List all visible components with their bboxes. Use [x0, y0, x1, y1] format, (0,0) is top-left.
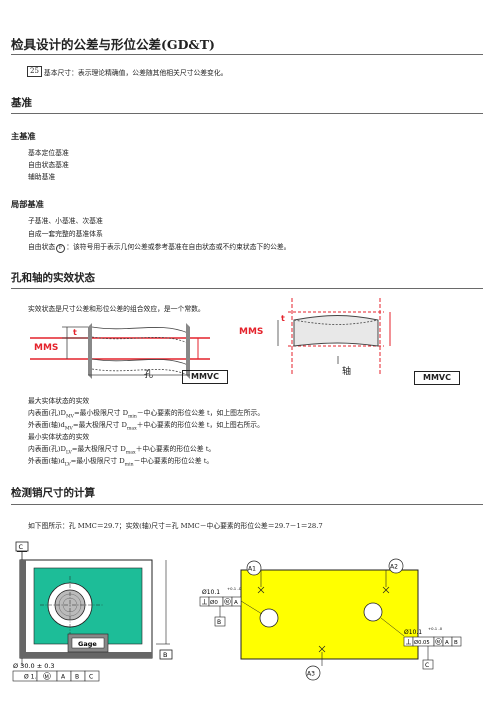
- virtual-line: 内表面(孔)DLV=最大极限尺寸 Dmax＋中心要素的形位公差 t。: [28, 445, 216, 456]
- shaft-virtual-diagram: MMS t 轴: [239, 298, 391, 377]
- virtual-line: 外表面(轴)dLV=最小极限尺寸 Dmin－中心要素的形位公差 t。: [28, 457, 214, 468]
- svg-text:M: M: [226, 600, 230, 605]
- svg-text:A: A: [445, 640, 449, 646]
- target-a3-label: A3: [307, 671, 315, 678]
- hole-1: [259, 608, 279, 628]
- datum-heading: 基准: [11, 97, 32, 109]
- target-a1-label: A1: [248, 566, 256, 573]
- hole-2: [363, 602, 383, 622]
- svg-text:M: M: [437, 640, 441, 645]
- local-datum-item: 自成一套完整的基准体系: [28, 230, 103, 238]
- virtual-divider: [11, 288, 483, 289]
- page-title: 检具设计的公差与形位公差(GD&T): [11, 37, 215, 52]
- gauge-heading: 检测销尺寸的计算: [11, 487, 95, 499]
- gauge-pin-diagram: C Gage B Ø 30.0 ± 0.3 Ø 1.0 M A B C: [12, 541, 173, 682]
- virtual-line: 外表面(轴)dMV=最大极限尺寸 Dmax＋中心要素的形位公差 t，如上图右所示…: [28, 421, 264, 432]
- basic-dimension-note: 25 基本尺寸：表示理论精确值，公差随其他相关尺寸公差变化。: [27, 66, 227, 77]
- hole-2-datum: C: [425, 662, 429, 669]
- t-label: t: [73, 328, 77, 337]
- primary-datum-item: 基本定位基准: [28, 149, 69, 157]
- virtual-intro: 实效状态是尺寸公差和形位公差的组合效应，是一个常数。: [28, 305, 205, 313]
- gage-label: Gage: [78, 640, 97, 648]
- hole-1-datum: B: [217, 619, 221, 626]
- hole-wall-left: [88, 323, 92, 379]
- t-label: t: [281, 314, 285, 323]
- free-state-prefix: 自由状态: [28, 243, 56, 251]
- basic-dimension-box: 25: [27, 66, 42, 77]
- shaft-label: 轴: [342, 365, 351, 377]
- hole-dimension: Ø 30.0 ± 0.3: [13, 662, 55, 670]
- hole-wall-right: [186, 323, 190, 379]
- svg-text:A: A: [61, 674, 66, 681]
- virtual-line: 最大实体状态的实效: [28, 397, 90, 405]
- basic-dimension-text: 基本尺寸：表示理论精确值，公差随其他相关尺寸公差变化。: [43, 68, 228, 77]
- datum-b-label: B: [163, 651, 167, 659]
- primary-datum-heading: 主基准: [11, 131, 36, 141]
- svg-text:M: M: [45, 675, 49, 681]
- svg-text:C: C: [89, 674, 93, 681]
- svg-text:A: A: [234, 600, 238, 606]
- hole-label: 孔: [144, 369, 153, 379]
- local-datum-item: 子基准、小基准、次基准: [28, 217, 103, 225]
- hole-1-tolerance: +0.1 -0: [227, 586, 242, 591]
- hole-1-dimension: Ø10.1: [202, 589, 220, 596]
- svg-text:Ø0.05: Ø0.05: [414, 639, 430, 646]
- free-state-text: ：该符号用于表示几何公差或参考基准在自由状态或不约束状态下的公差。: [66, 243, 291, 251]
- svg-text:Ø0: Ø0: [210, 599, 218, 606]
- virtual-line: 最小实体状态的实效: [28, 433, 90, 441]
- svg-text:B: B: [454, 640, 458, 646]
- primary-datum-item: 自由状态基准: [28, 161, 69, 169]
- gauge-intro: 如下图所示：孔 MMC＝29.7；实效(轴)尺寸＝孔 MMC－中心要素的形位公差…: [28, 522, 323, 530]
- title-divider: [11, 54, 483, 55]
- virtual-line: 内表面(孔)DMV=最小极限尺寸 Dmin－中心要素的形位公差 t，如上图左所示…: [28, 409, 265, 420]
- datum-c-label: C: [19, 543, 24, 551]
- mms-label: MMS: [239, 327, 263, 337]
- svg-text:Ø 1.0: Ø 1.0: [24, 674, 40, 681]
- hole-2-dimension: Ø10.1: [404, 629, 422, 636]
- mmvc-box-right: MMVC: [414, 371, 460, 385]
- primary-datum-item: 辅助基准: [28, 173, 56, 181]
- datum-divider: [11, 113, 483, 114]
- svg-text:B: B: [75, 674, 79, 681]
- hole-2-tolerance: +0.1 -0: [428, 626, 443, 631]
- part-drawing: A1 A2 A3 Ø10.1 +0.1 -0 Ø0 M A B Ø10.1 +0…: [199, 558, 462, 681]
- shaft-body: [293, 315, 379, 347]
- target-a2-label: A2: [390, 564, 398, 571]
- mmvc-box-left: MMVC: [182, 370, 228, 384]
- free-state-symbol: F: [56, 244, 66, 253]
- virtual-condition-heading: 孔和轴的实效状态: [11, 272, 95, 284]
- gauge-divider: [11, 504, 483, 505]
- mms-label: MMS: [34, 343, 58, 353]
- hole-virtual-diagram: MMS t 孔: [30, 323, 210, 379]
- local-datum-heading: 局部基准: [11, 199, 44, 209]
